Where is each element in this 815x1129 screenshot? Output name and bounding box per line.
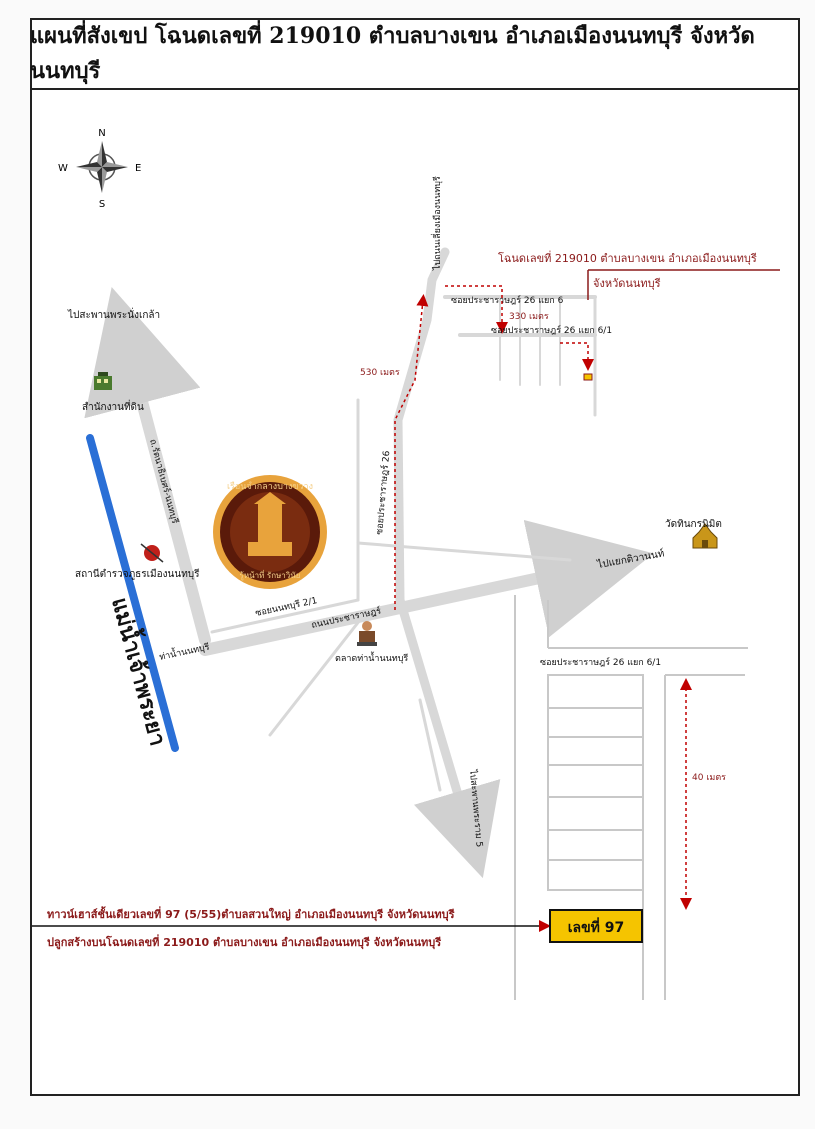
road-network (84, 247, 654, 879)
label-soi26: ซอยประชาราษฎร์ 26 (373, 450, 392, 535)
plot-marker (583, 373, 593, 381)
road-rattanathibet (84, 286, 211, 646)
house-number: เลขที่ 97 (568, 917, 625, 936)
road-soi26 (393, 247, 450, 605)
compass-e: E (135, 163, 141, 174)
seal-top-text: เรือนจำกลางบางขวาง (227, 481, 313, 492)
label-soi-61-inset: ซอยประชาราษฎร์ 26 แยก 6/1 (540, 656, 661, 668)
land-office-icon (94, 372, 112, 390)
label-tiwanon: ไปแยกติวานนท์ (595, 547, 665, 571)
inset-block (514, 595, 748, 1000)
compass-w: W (58, 163, 68, 174)
label-soi-6: ซอยประชาราษฎร์ 26 แยก 6 (451, 294, 564, 306)
map-title: แผนที่สังเขป โฉนดเลขที่ 219010 ตำบลบางเข… (30, 23, 755, 84)
label-pinklao: ไปสะพานพระนั่งเกล้า (67, 307, 160, 321)
house-line2: ปลูกสร้างบนโฉนดเลขที่ 219010 ตำบลบางเขน … (47, 934, 441, 950)
house-line1: ทาวน์เฮาส์ชั้นเดียวเลขที่ 97 (5/55)ตำบลส… (47, 906, 455, 922)
plot-label2: จังหวัดนนทบุรี (593, 277, 661, 290)
temple-icon (692, 523, 718, 549)
compass-s: S (99, 199, 105, 210)
label-to-muang: ไปถนนเลี่ยงเมืองนนทบุรี (430, 176, 443, 271)
compass-rose-icon: N S E W (58, 128, 141, 210)
route-path (394, 285, 594, 610)
label-police: สถานีตำรวจภูธรเมืองนนทบุรี (75, 568, 200, 580)
house-number-box (549, 909, 643, 943)
plot-label: โฉนดเลขที่ 219010 ตำบลบางเขน อำเภอเมืองน… (498, 250, 757, 265)
label-40m: 40 เมตร (692, 773, 726, 783)
label-pier: ท่าน้ำนนทบุรี (158, 640, 211, 663)
road-to-rama5 (395, 595, 501, 879)
river-line (86, 434, 179, 752)
label-temple: วัดทินกรนิมิต (665, 519, 722, 530)
label-rattanathibet: ถ.รัตนาธิเบศร์-นนทบุรี (147, 438, 181, 525)
prison-seal-icon: เรือนจำกลางบางขวาง รู้หน้าที่ รักษาวินัย (213, 475, 327, 589)
label-land-office: สำนักงานที่ดิน (82, 399, 144, 413)
label-soi-61-top: ซอยประชาราษฎร์ 26 แยก 6/1 (491, 324, 612, 336)
seal-bottom-text: รู้หน้าที่ รักษาวินัย (240, 569, 301, 581)
title-bar: แผนที่สังเขป โฉนดเลขที่ 219010 ตำบลบางเข… (30, 18, 800, 90)
compass-n: N (98, 128, 105, 139)
label-530m: 530 เมตร (360, 368, 400, 378)
market-icon (357, 621, 377, 646)
label-330m: 330 เมตร (509, 312, 549, 322)
label-market: ตลาดท่าน้ำนนทบุรี (335, 651, 408, 664)
police-station-icon (140, 543, 164, 563)
